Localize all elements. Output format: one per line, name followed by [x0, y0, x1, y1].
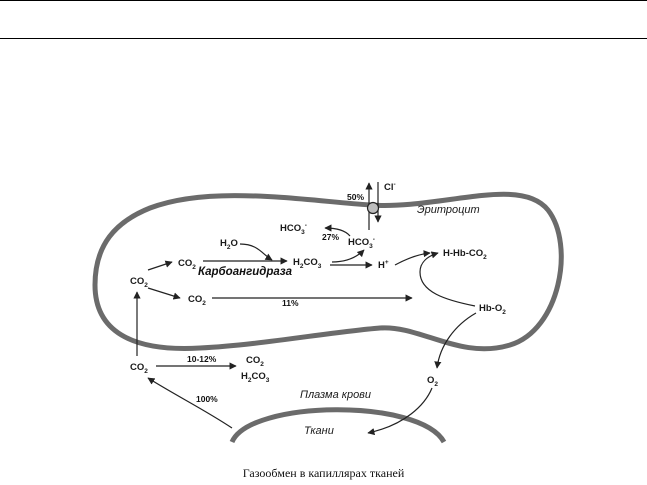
hco3-return-percent: 27%: [322, 232, 339, 242]
oxyhemoglobin-label: Hb-O2: [479, 303, 506, 316]
h2o-arrow: [239, 243, 273, 261]
top-rule: [0, 0, 647, 1]
erythrocyte-label: Эритроцит: [417, 204, 480, 216]
hbo2-to-hhbco2-arrow: [419, 251, 476, 307]
co2-down-arrow: [147, 287, 181, 300]
carbaminohemoglobin-label: H-Hb-CO2: [443, 248, 487, 261]
h-to-hb-arrow: [394, 250, 431, 266]
tissue-label: Ткани: [304, 425, 334, 437]
h2o-label: H2O: [220, 238, 238, 251]
anion-exchanger: [366, 201, 380, 215]
plasma-label: Плазма крови: [300, 389, 371, 401]
chloride-label: Cl-: [384, 181, 396, 193]
hbo2-to-o2-arrow: [434, 312, 477, 369]
dissolved-co2-percent: 11%: [282, 298, 299, 308]
o2-to-tissue-arrow: [367, 387, 433, 436]
hco3-returned-label: HCO3-: [280, 222, 307, 236]
co2-tissue-label: CO2: [130, 362, 148, 375]
co2-entry-label: CO2: [130, 276, 148, 289]
chloride-shift-percent: 50%: [347, 192, 364, 202]
tissue-co2-arrow: [147, 377, 233, 429]
co2-plasma-label: CO2: [246, 355, 264, 368]
figure-caption: Газообмен в капиллярах тканей: [242, 466, 405, 480]
hco3-return-arrow: [324, 224, 351, 237]
header-rule: [0, 38, 647, 39]
hco3-formed-label: HCO3-: [348, 236, 375, 250]
co2-up-arrow: [147, 260, 173, 271]
h2co3-to-hco3-arrow: [331, 249, 365, 263]
erythrocyte-membrane: [92, 191, 564, 352]
h2co3-plasma-label: H2CO3: [241, 371, 270, 384]
co2-upper-label: CO2: [178, 258, 196, 271]
h-plus-label: H+: [378, 259, 389, 271]
plasma-co2-percent: 10-12%: [187, 354, 217, 364]
o2-label: O2: [427, 375, 438, 388]
enzyme-label: Карбоангидраза: [198, 266, 293, 278]
tissue-boundary: [229, 407, 447, 444]
co2-dissolved-label: CO2: [188, 294, 206, 307]
tissue-co2-percent: 100%: [196, 394, 218, 404]
h2co3-cell-label: H2CO3: [293, 257, 322, 270]
